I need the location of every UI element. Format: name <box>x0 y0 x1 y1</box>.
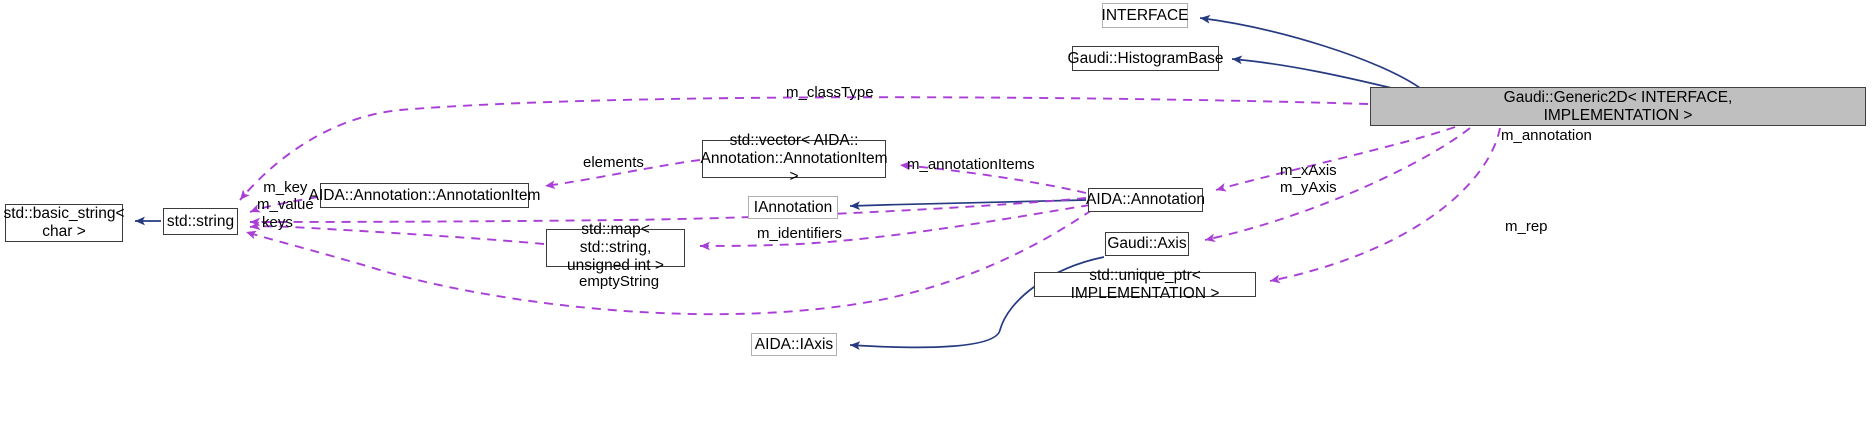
edge-label-m-identifiers: m_identifiers <box>757 225 843 242</box>
edge-label-m-annotationitems: m_annotationItems <box>907 156 1035 173</box>
edge-m-identifiers <box>699 204 1091 251</box>
edge-m-xAxis-yAxis <box>1204 127 1471 243</box>
node-gaudi-generic2d[interactable]: Gaudi::Generic2D< INTERFACE, IMPLEMENTAT… <box>1370 87 1866 126</box>
node-std-unique-ptr-implementation[interactable]: std::unique_ptr< IMPLEMENTATION > <box>1034 267 1256 302</box>
node-std-string[interactable]: std::string <box>163 208 238 235</box>
node-aida-annotation[interactable]: AIDA::Annotation <box>1086 188 1205 212</box>
edge-label-m-rep: m_rep <box>1505 218 1548 235</box>
edge-generic2d-interface <box>1199 14 1421 89</box>
edge-generic2d-histogrambase <box>1231 55 1401 91</box>
node-std-map-string-uint[interactable]: std::map< std::string, unsigned int > <box>546 221 685 274</box>
node-std-vector-annotationitem[interactable]: std::vector< AIDA:: Annotation::Annotati… <box>700 132 888 185</box>
edge-label-m-key-m-value: m_key m_value <box>257 179 314 213</box>
edge-m-rep <box>1269 127 1501 284</box>
edge-m-annotationItems <box>899 161 1087 194</box>
node-iannotation[interactable]: IAnnotation <box>748 196 838 219</box>
edge-label-emptystring: emptyString <box>579 273 660 290</box>
edge-label-elements: elements <box>583 154 644 171</box>
node-aida-annotation-annotationitem[interactable]: AIDA::Annotation::AnnotationItem <box>309 183 540 208</box>
edge-label-m-classtype: m_classType <box>786 84 874 101</box>
node-gaudi-histogrambase[interactable]: Gaudi::HistogramBase <box>1068 46 1223 71</box>
edge-m-classType <box>239 96 1369 201</box>
edge-label-m-xaxis-m-yaxis: m_xAxis m_yAxis <box>1280 162 1337 196</box>
edge-label-keys: keys <box>262 214 293 231</box>
node-std-basic-string[interactable]: std::basic_string< char > <box>3 204 125 242</box>
edge-label-m-annotation: m_annotation <box>1501 127 1592 144</box>
usage-edges <box>239 96 1501 316</box>
edge-m-key-m-value <box>249 196 319 213</box>
edge-map-string <box>249 221 545 245</box>
edge-keys <box>249 197 1087 227</box>
edge-m-annotation <box>1215 126 1456 192</box>
node-interface[interactable]: INTERFACE <box>1102 3 1189 28</box>
node-aida-iaxis[interactable]: AIDA::IAxis <box>751 333 837 356</box>
edge-emptyString <box>245 209 1093 316</box>
node-gaudi-axis[interactable]: Gaudi::Axis <box>1105 232 1189 256</box>
